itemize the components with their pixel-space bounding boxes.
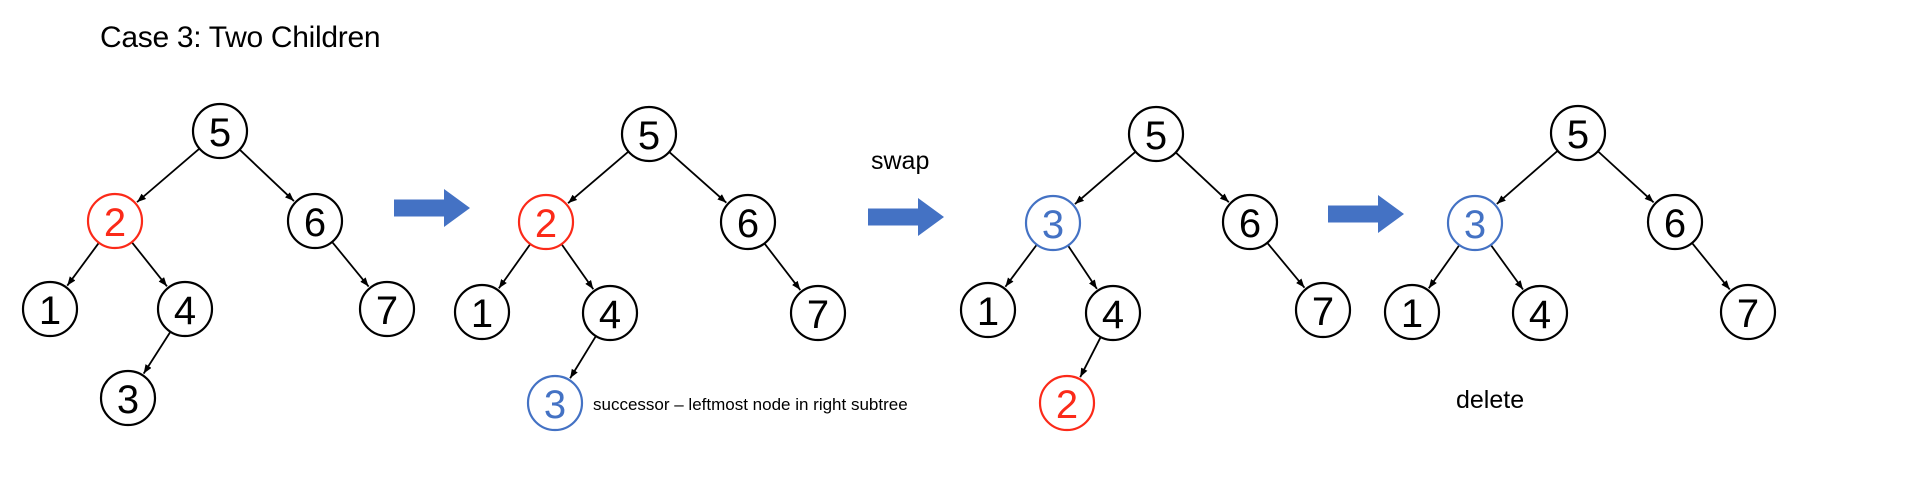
tree-node-circle (1294, 281, 1352, 339)
tree-edge-arrow (131, 241, 168, 287)
tree-node-value: 4 (1529, 293, 1551, 337)
tree-edge-arrow (498, 243, 532, 289)
tree-node-value: 3 (1464, 203, 1486, 247)
tree-edge-arrow (569, 335, 597, 379)
tree-node-value: 5 (1567, 113, 1589, 157)
tree-node-value: 2 (104, 201, 126, 245)
tree-node-circle (789, 284, 847, 342)
tree-edge-arrow (142, 331, 172, 375)
tree-node-circle (1549, 104, 1607, 162)
tree-node-circle (21, 280, 79, 338)
tree-node-circle (1024, 194, 1082, 252)
tree-node-value: 4 (599, 293, 621, 337)
tree-edge-arrow (763, 242, 802, 291)
tree-node-value: 1 (1401, 292, 1423, 336)
tree-edge-arrow (1266, 242, 1306, 289)
tree-edge-arrow (1175, 151, 1230, 203)
tree-node-circle (99, 369, 157, 427)
tree-edge-arrow (1691, 242, 1731, 291)
tree-node-value: 7 (807, 293, 829, 337)
tree-node-value: 5 (209, 111, 231, 155)
tree-node-value: 4 (174, 289, 196, 333)
tree-node-circle (1446, 194, 1504, 252)
tree-edge-arrow (567, 150, 630, 204)
tree-node-value: 6 (1239, 202, 1261, 246)
tree-node-circle (620, 105, 678, 163)
tree-node-value: 5 (1145, 114, 1167, 158)
tree-edge-arrow (668, 151, 727, 204)
tree-node-value: 2 (535, 202, 557, 246)
tree-edge-arrow (238, 148, 295, 202)
tree-node-value: 3 (117, 378, 139, 422)
tree-edge-arrow (1079, 336, 1102, 378)
tree-edge-arrow (1496, 150, 1559, 205)
tree-node-value: 6 (737, 202, 759, 246)
tree-node-value: 7 (376, 289, 398, 333)
tree-node-value: 3 (1042, 203, 1064, 247)
tree-node-circle (1646, 193, 1704, 251)
tree-successor-highlighted: 5 2 6 1 4 7 3 (453, 105, 847, 432)
tree-node-circle (453, 283, 511, 341)
tree-node-circle (86, 192, 144, 250)
tree-node-circle (719, 193, 777, 251)
tree-node-value: 1 (39, 289, 61, 333)
tree-node-circle (1511, 284, 1569, 342)
tree-node-circle (191, 102, 249, 160)
block-arrow-right-icon (394, 189, 470, 227)
tree-node-circle (1221, 193, 1279, 251)
delete-label: delete (1456, 386, 1525, 414)
tree-node-circle (1719, 283, 1777, 341)
page-title: Case 3: Two Children (100, 21, 381, 54)
swap-label: swap (871, 147, 930, 175)
tree-node-circle (156, 280, 214, 338)
tree-node-value: 2 (1056, 383, 1078, 427)
block-arrow-right-icon (868, 198, 944, 236)
tree-edge-arrow (331, 241, 370, 288)
tree-node-circle (1084, 284, 1142, 342)
tree-node-value: 3 (544, 383, 566, 427)
tree-node-circle (517, 193, 575, 251)
successor-note: successor – leftmost node in right subtr… (593, 395, 908, 414)
tree-edge-arrow (560, 243, 595, 290)
tree-initial: 5 2 6 1 4 7 3 (21, 102, 416, 427)
tree-after-delete: 5 3 6 1 4 7 (1383, 104, 1777, 342)
tree-edge-arrow (1067, 244, 1098, 290)
tree-node-circle (959, 281, 1017, 339)
tree-node-value: 1 (471, 292, 493, 336)
tree-node-circle (1383, 283, 1441, 341)
tree-node-value: 5 (638, 114, 660, 158)
tree-node-circle (1038, 374, 1096, 432)
block-arrow-right-icon (1328, 195, 1404, 233)
tree-edge-arrow (66, 242, 100, 287)
tree-node-value: 6 (1664, 202, 1686, 246)
tree-node-circle (1127, 105, 1185, 163)
tree-edge-arrow (1428, 244, 1461, 289)
tree-after-swap: 5 3 6 1 4 7 2 (959, 105, 1352, 432)
tree-node-value: 6 (304, 201, 326, 245)
tree-node-value: 7 (1737, 292, 1759, 336)
tree-edge-arrow (1490, 244, 1524, 291)
tree-node-value: 1 (977, 290, 999, 334)
tree-node-circle (358, 280, 416, 338)
tree-edge-arrow (1597, 150, 1655, 204)
tree-node-value: 7 (1312, 290, 1334, 334)
tree-edge-arrow (1004, 244, 1038, 288)
tree-node-circle (286, 192, 344, 250)
tree-edge-arrow (1074, 150, 1137, 205)
tree-edge-arrow (136, 147, 201, 203)
tree-node-circle (581, 284, 639, 342)
tree-node-value: 4 (1102, 293, 1124, 337)
tree-node-circle (526, 374, 584, 432)
